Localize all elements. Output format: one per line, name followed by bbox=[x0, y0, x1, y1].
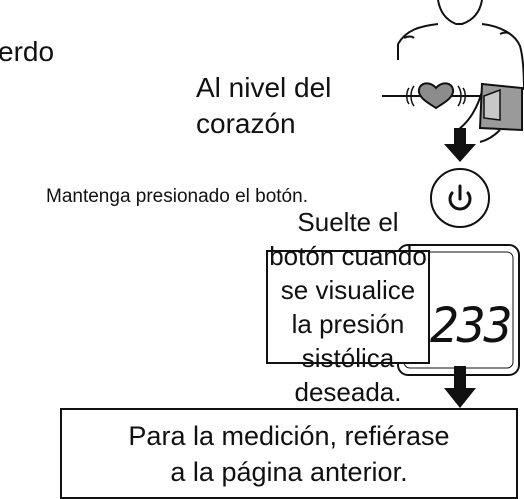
pressure-reading: 233 bbox=[430, 298, 513, 354]
hold-button-label: Mantenga presionado el botón. bbox=[46, 186, 308, 207]
measurement-instruction-text: Para la medición, refiérase a la página … bbox=[128, 420, 450, 487]
cuff-tube bbox=[483, 88, 501, 121]
arrow-down-icon bbox=[444, 366, 476, 408]
power-icon bbox=[448, 184, 472, 211]
heart-level-label: Al nivel del corazón bbox=[196, 72, 332, 139]
heart-icon bbox=[406, 82, 466, 110]
power-button[interactable] bbox=[430, 168, 490, 228]
release-instruction-text: Suelte el botón cuando se visualice la p… bbox=[269, 207, 427, 407]
release-instruction-box: Suelte el botón cuando se visualice la p… bbox=[266, 207, 430, 407]
measurement-instruction-box: Para la medición, refiérase a la página … bbox=[60, 408, 518, 499]
partial-text: erdo bbox=[0, 36, 55, 67]
arrow-down-icon bbox=[444, 128, 476, 162]
